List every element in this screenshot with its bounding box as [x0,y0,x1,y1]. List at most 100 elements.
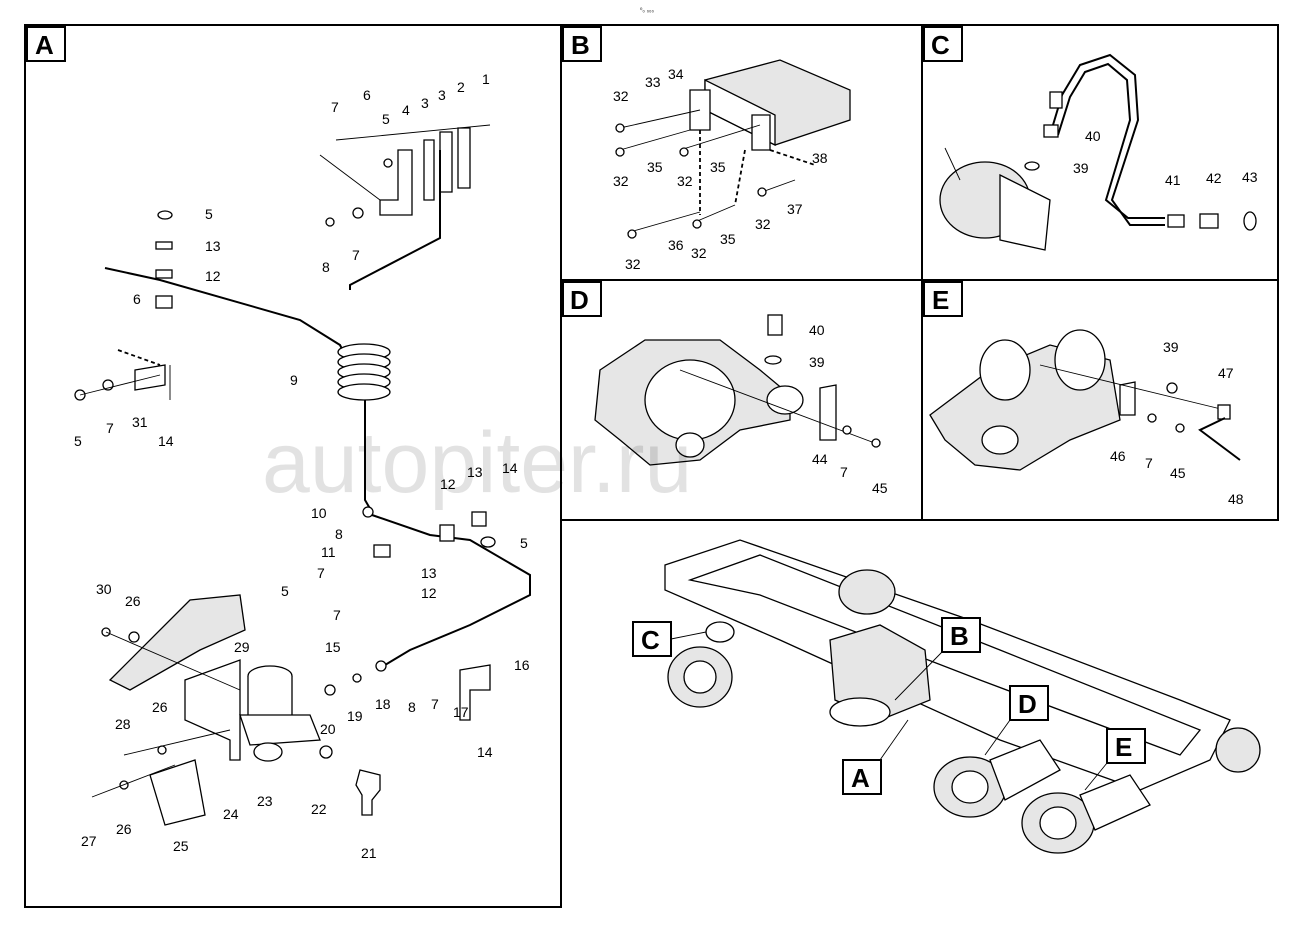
watermark: autopiter.ru [262,415,692,511]
callout-32: 32 [691,245,707,261]
svg-text:B: B [571,30,590,60]
valve-23 [253,742,283,762]
chamber-e [1054,329,1106,391]
svg-text:A: A [35,30,54,60]
callout-5: 5 [74,433,82,449]
air-pipe-lower [371,514,531,666]
nut-5-mid [480,536,496,548]
callout-3: 3 [438,87,446,103]
callouts-panel-a: 1 2 3 3 4 6 7 5 8 7 5 13 12 6 9 5 7 31 1… [74,71,530,861]
overview-tag-a: A [842,719,909,795]
callout-36: 36 [668,237,684,253]
callout-21: 21 [361,845,377,861]
panel-tag-e: E [923,281,963,317]
callout-17: 17 [453,704,469,720]
drive-axle-hub-far [1215,727,1261,773]
callout-14: 14 [158,433,174,449]
callout-31: 31 [132,414,148,430]
callout-43: 43 [1242,169,1258,185]
callout-28: 28 [115,716,131,732]
cap-43 [1243,211,1257,231]
fitting-41 [1167,214,1185,228]
bolt-45-d [871,438,881,448]
callout-46: 46 [1110,448,1126,464]
coil-9 [337,343,391,401]
washer-22 [319,745,333,759]
washer-26-mid [157,745,167,755]
callouts-panel-e: 39 47 46 7 45 48 [1110,339,1244,507]
callout-39: 39 [809,354,825,370]
panel-b-drawing [615,59,851,239]
callout-41: 41 [1165,172,1181,188]
panel-c-drawing [939,53,1257,251]
callout-18: 18 [375,696,391,712]
panel-d-drawing [594,314,881,466]
callout-12: 12 [440,476,456,492]
fitting-18 [375,660,387,672]
washer-32d [627,229,637,239]
callout-47: 47 [1218,365,1234,381]
hose-fitting-top [1049,91,1063,109]
panel-e-drawing [929,329,1241,471]
nut-5-left [157,210,173,220]
callout-7: 7 [106,420,114,436]
dryer-body [247,676,293,721]
callout-26: 26 [152,699,168,715]
callout-32: 32 [755,216,771,232]
callout-3: 3 [421,95,429,111]
callout-30: 30 [96,581,112,597]
overview-tag-b: B [894,617,981,701]
washer-39-e [1166,382,1178,394]
callout-2: 2 [457,79,465,95]
panel-b-frame [560,24,923,281]
callout-10: 10 [311,505,327,521]
cover-25 [149,759,206,826]
callout-39: 39 [1073,160,1089,176]
washer-7-top [352,207,364,219]
overview-tag-c: C [632,621,707,657]
washer-20 [324,684,336,696]
bracket-right [751,114,771,151]
callout-45: 45 [1170,465,1186,481]
panel-tag-a: A [26,26,66,62]
bolt-45-e [1175,423,1185,433]
clamp-11 [373,544,391,558]
callout-20: 20 [320,721,336,737]
callouts-panel-b: 32 33 34 32 35 32 35 38 37 32 35 36 32 3… [613,66,828,272]
header-mark: ⁰₀ ₀₀₀ [640,7,655,14]
valve-body [239,714,321,746]
panel-tag-d: D [562,281,602,317]
callout-12: 12 [205,268,221,284]
washer-39-d [764,355,782,365]
washer-32b [615,147,625,157]
callout-42: 42 [1206,170,1222,186]
rear-hub-upper [838,569,896,615]
union-40-d [767,314,783,336]
callout-35: 35 [647,159,663,175]
clamp-left [155,295,173,309]
callout-19: 19 [347,708,363,724]
washer-19 [352,673,362,683]
callout-37: 37 [787,201,803,217]
washer-32c [679,147,689,157]
chassis-box [829,624,931,721]
bracket-24 [184,659,241,761]
air-tank [829,697,891,727]
callout-48: 48 [1228,491,1244,507]
bracket-4 [379,149,413,216]
callout-39: 39 [1163,339,1179,355]
overview-tag-e: E [1084,728,1146,791]
callout-8: 8 [322,259,330,275]
panel-a-frame [24,24,562,908]
callout-16: 16 [514,657,530,673]
callout-5: 5 [520,535,528,551]
callouts-panel-d: 40 39 44 7 45 [809,322,888,496]
svg-text:A: A [851,763,870,793]
plate-13-left [155,241,173,250]
washer-32e [692,219,702,229]
nut-8-top [325,217,335,227]
callout-7: 7 [333,607,341,623]
callout-26: 26 [125,593,141,609]
callout-6: 6 [133,291,141,307]
